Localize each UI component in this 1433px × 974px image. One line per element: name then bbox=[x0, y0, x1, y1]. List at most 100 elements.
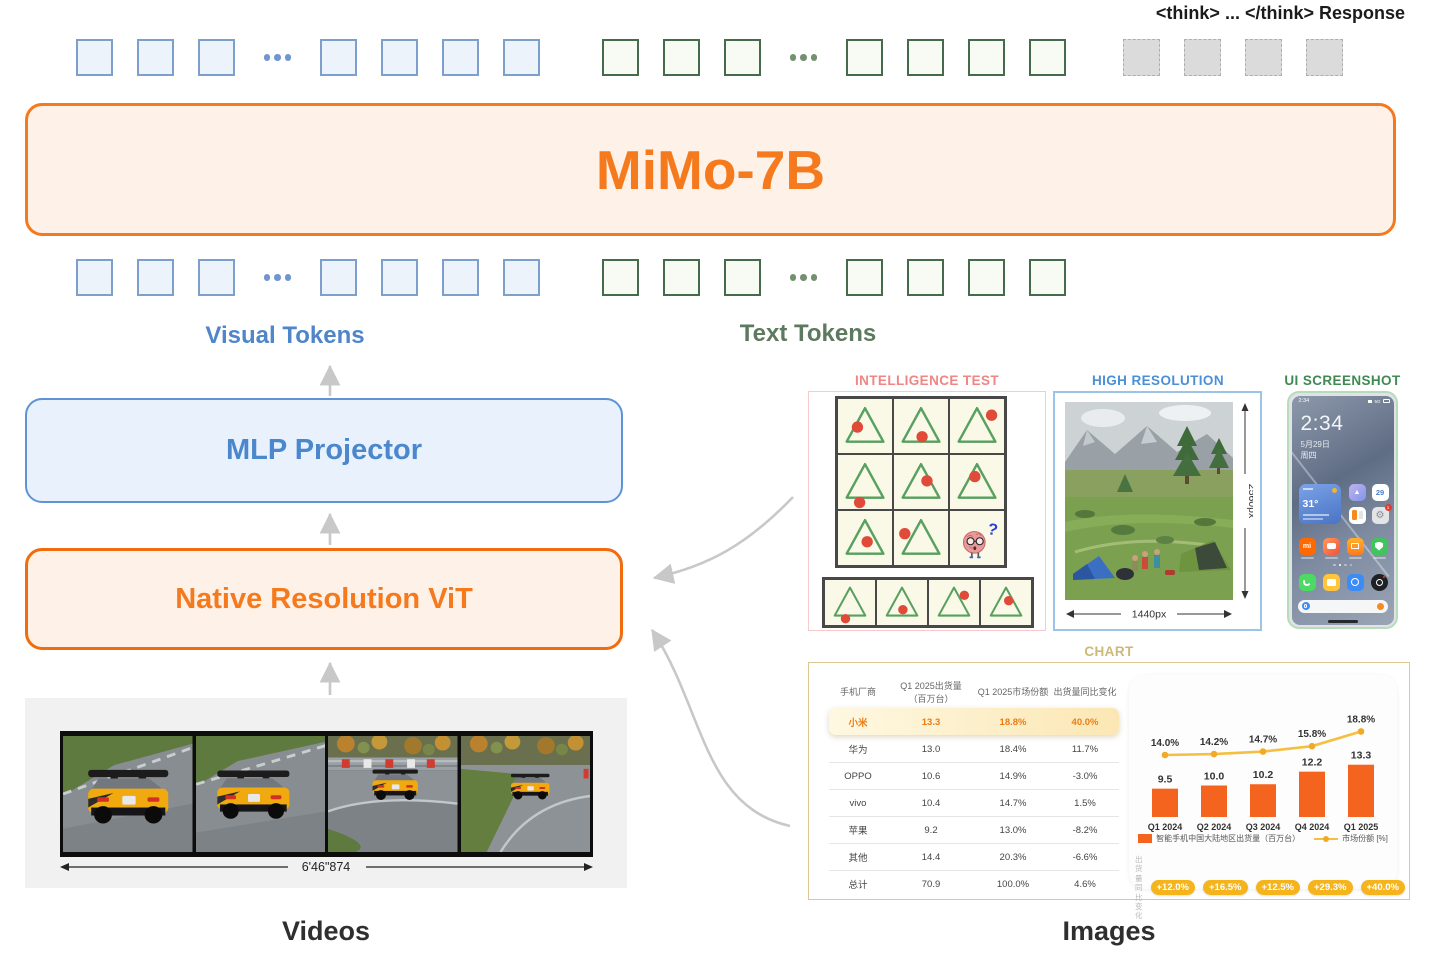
store-icon[interactable] bbox=[1346, 537, 1364, 555]
files-icon[interactable] bbox=[1322, 573, 1340, 591]
phone-icon[interactable] bbox=[1298, 573, 1316, 591]
mlp-projector-box: MLP Projector bbox=[25, 398, 623, 503]
table-cell: 其他 bbox=[848, 853, 868, 864]
calendar-icon[interactable]: 29 bbox=[1371, 483, 1389, 501]
line-value-label: 18.8% bbox=[1347, 714, 1375, 725]
videos-panel bbox=[25, 698, 627, 888]
puzzle-cell bbox=[949, 398, 1005, 454]
table-cell: -3.0% bbox=[1072, 770, 1098, 782]
visual-token bbox=[137, 259, 174, 296]
text-token bbox=[724, 259, 761, 296]
line-value-label: 14.0% bbox=[1151, 738, 1179, 749]
x-axis-label: Q1 2024 bbox=[1148, 822, 1183, 832]
text-token bbox=[663, 259, 700, 296]
visual-token bbox=[198, 39, 235, 76]
bar bbox=[1152, 788, 1178, 817]
ellipsis-dots bbox=[259, 274, 296, 281]
line-point bbox=[1259, 748, 1267, 755]
table-cell: 18.8% bbox=[999, 716, 1027, 728]
text-token bbox=[602, 259, 639, 296]
table-cell: 9.2 bbox=[924, 824, 938, 836]
notes-icon[interactable] bbox=[1348, 506, 1366, 524]
mimo-7b-label: MiMo-7B bbox=[595, 138, 826, 201]
settings-icon[interactable]: ⚙ 1 bbox=[1371, 503, 1392, 524]
arrow-images-to-vit-bottom bbox=[650, 628, 791, 828]
visual-token bbox=[320, 39, 357, 76]
puzzle-cell bbox=[837, 510, 893, 566]
weekday: 周四 bbox=[1300, 450, 1317, 460]
x-axis-label: Q1 2025 bbox=[1344, 822, 1379, 832]
phone-mockup: 2:34 5G 2:34 5月29日 周四 31° ▲ 29 bbox=[1287, 391, 1398, 629]
visual-token bbox=[381, 259, 418, 296]
puzzle-grid: ? bbox=[835, 396, 1007, 568]
puzzle-cell bbox=[893, 398, 949, 454]
bar bbox=[1299, 771, 1325, 817]
visual-token bbox=[442, 259, 479, 296]
gallery-icon[interactable]: ▲ bbox=[1348, 483, 1366, 501]
chart-title: CHART bbox=[1084, 644, 1134, 659]
puzzle-option-cell bbox=[928, 579, 980, 626]
status-time: 2:34 bbox=[1298, 397, 1310, 404]
assistant-icon bbox=[1376, 602, 1384, 610]
width-label: 1440px bbox=[1132, 609, 1167, 621]
phone-screen: 2:34 5G 2:34 5月29日 周四 31° ▲ 29 bbox=[1291, 395, 1394, 625]
bar bbox=[1348, 764, 1374, 817]
security-icon[interactable] bbox=[1370, 537, 1388, 555]
table-cell: 13.0% bbox=[999, 824, 1027, 836]
video-duration-label: 6'46"874 bbox=[302, 860, 351, 874]
text-token-group bbox=[602, 39, 1066, 76]
resp-token bbox=[1123, 39, 1160, 76]
ellipsis-dots bbox=[259, 54, 296, 61]
browser-icon[interactable] bbox=[1346, 573, 1364, 591]
text-token bbox=[1029, 259, 1066, 296]
table-cell: 40.0% bbox=[1071, 716, 1099, 728]
visual-token bbox=[76, 259, 113, 296]
visual-token bbox=[198, 259, 235, 296]
search-icon bbox=[1301, 602, 1310, 610]
signal-icon bbox=[1368, 399, 1373, 403]
puzzle-cell bbox=[837, 398, 893, 454]
mi-home-icon[interactable]: mi bbox=[1298, 537, 1316, 555]
date: 5月29日 bbox=[1300, 439, 1330, 449]
bar bbox=[1250, 784, 1276, 817]
ui-screenshot-title: UI SCREENSHOT bbox=[1284, 373, 1401, 388]
clock: 2:34 bbox=[1300, 411, 1344, 435]
table-cell: vivo bbox=[849, 797, 867, 809]
table-cell: 10.6 bbox=[921, 770, 941, 782]
yoy-badge: +12.5% bbox=[1255, 880, 1300, 896]
line-value-label: 15.8% bbox=[1298, 729, 1326, 740]
search-bar[interactable] bbox=[1297, 599, 1388, 613]
table-cell: 18.4% bbox=[999, 743, 1027, 755]
widget-text-bar bbox=[1302, 487, 1313, 490]
weather-widget[interactable]: 31° bbox=[1298, 483, 1341, 524]
text-token bbox=[846, 39, 883, 76]
visual-token-group bbox=[76, 259, 540, 296]
bar-value-label: 12.2 bbox=[1302, 757, 1323, 769]
video-frame-2 bbox=[195, 736, 325, 852]
game-center-icon[interactable] bbox=[1322, 537, 1340, 555]
line-point bbox=[1308, 742, 1316, 750]
bar bbox=[1201, 785, 1227, 817]
intelligence-test-title: INTELLIGENCE TEST bbox=[854, 373, 1000, 388]
notification-badge: 1 bbox=[1384, 503, 1392, 511]
x-axis-label: Q2 2024 bbox=[1197, 822, 1232, 832]
camera-icon[interactable] bbox=[1370, 573, 1388, 591]
temperature: 31° bbox=[1302, 497, 1319, 510]
visual-token bbox=[503, 259, 540, 296]
bar-value-label: 10.0 bbox=[1204, 771, 1225, 783]
resp-token bbox=[1306, 39, 1343, 76]
bar-value-label: 10.2 bbox=[1253, 769, 1274, 781]
line-legend-label: 市场份额 [%] bbox=[1342, 834, 1388, 843]
widget-text-bar bbox=[1302, 517, 1323, 520]
visual-token bbox=[76, 39, 113, 76]
x-axis-label: Q4 2024 bbox=[1295, 822, 1330, 832]
line-point bbox=[1210, 750, 1218, 758]
table-cell: 10.4 bbox=[921, 797, 941, 809]
bar-value-label: 9.5 bbox=[1158, 774, 1173, 786]
home-indicator bbox=[1327, 619, 1358, 623]
video-filmstrip bbox=[60, 731, 593, 857]
